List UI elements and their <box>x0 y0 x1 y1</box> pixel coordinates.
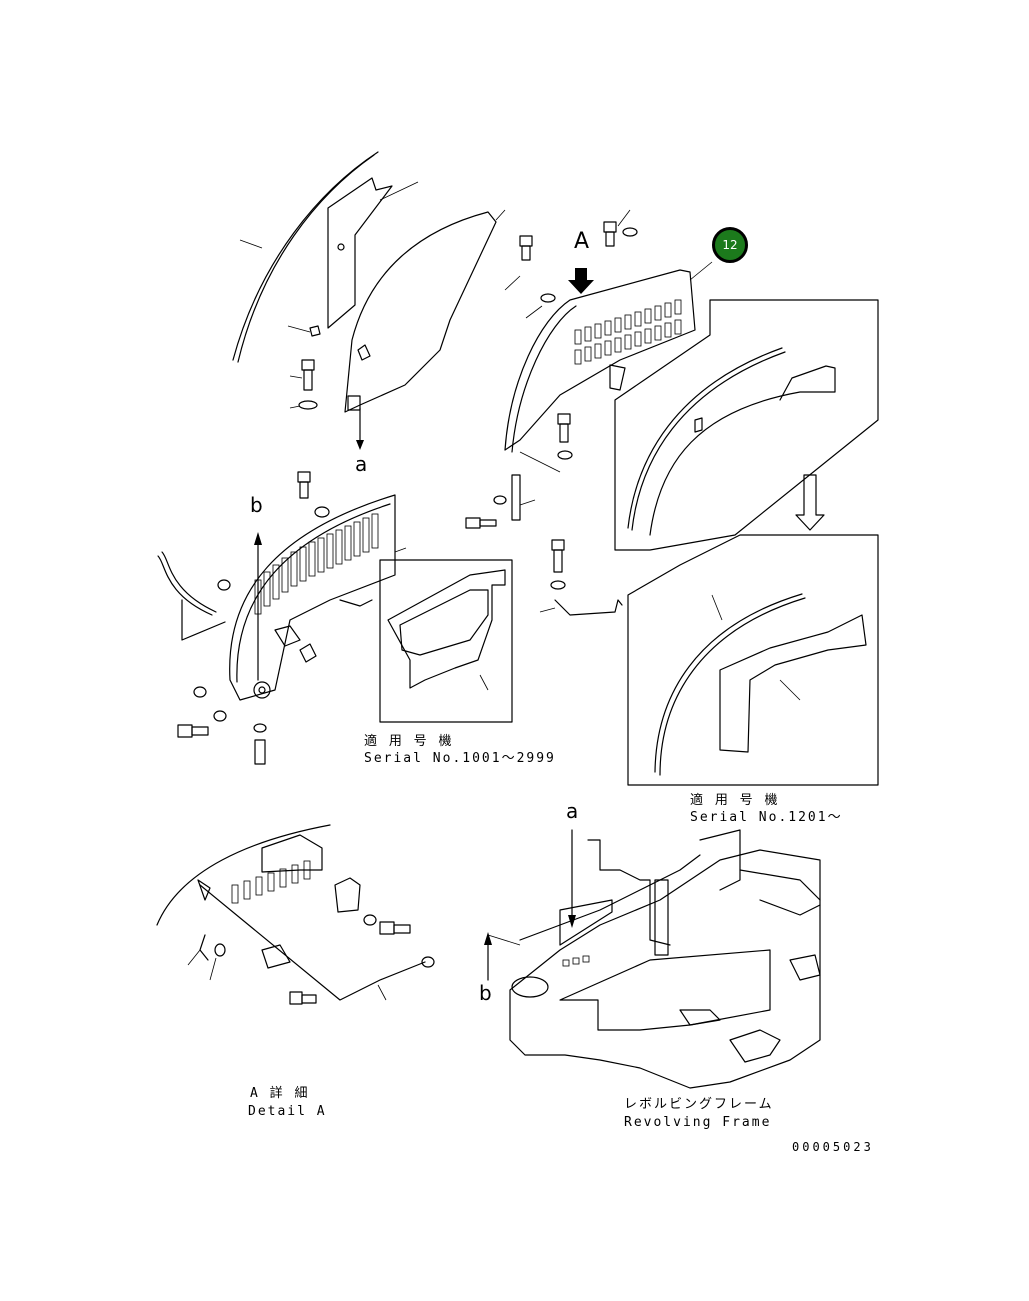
inset-box-upper <box>614 299 879 551</box>
engine-door <box>504 261 713 453</box>
side-cover-upper <box>287 209 506 450</box>
bolt-upper-left <box>289 359 318 410</box>
side-door-left <box>229 494 407 701</box>
seal-strip-top-left <box>232 151 379 363</box>
serial-note-right-jp: 適 用 号 機 <box>690 793 780 808</box>
left-door-louvers <box>254 513 379 615</box>
view-label-a-top: a <box>355 452 368 476</box>
serial-note-left-en: Serial No.1001～2999 <box>364 751 556 766</box>
bracket-center <box>539 539 623 616</box>
serial-note-left-jp: 適 用 号 機 <box>364 734 454 749</box>
revolving-frame-caption-jp: レボルビングフレーム <box>624 1097 774 1112</box>
revolving-frame-drawing <box>484 829 821 1089</box>
revolving-frame-caption-en: Revolving Frame <box>624 1115 772 1130</box>
view-label-b-left: b <box>250 493 263 517</box>
view-label-a-bottom: a <box>566 799 579 823</box>
cover-plate-left <box>327 177 419 329</box>
bolts-left-main <box>177 471 373 765</box>
drawing-number: 00005023 <box>792 1140 874 1154</box>
down-arrow-inset <box>795 474 825 531</box>
view-label-b-bottom: b <box>479 981 492 1005</box>
bolt-and-stay-center <box>465 413 573 529</box>
serial-note-right-en: Serial No.1201～ <box>690 810 843 825</box>
latch-rod-left <box>157 551 231 641</box>
detail-a-louvers <box>231 860 311 904</box>
part-number-badge[interactable]: 12 <box>712 227 748 263</box>
inset-box-small <box>379 559 513 723</box>
detail-a-caption-jp: A 詳 細 <box>250 1086 310 1101</box>
bolts-top-right <box>504 209 638 319</box>
detail-a-caption-en: Detail A <box>248 1104 327 1119</box>
inset-box-lower <box>627 534 879 786</box>
door-louvers <box>574 299 682 365</box>
view-arrow-label-A: A <box>574 229 590 254</box>
arrow-A-marker <box>568 268 594 294</box>
detail-a-drawing <box>156 824 435 1005</box>
